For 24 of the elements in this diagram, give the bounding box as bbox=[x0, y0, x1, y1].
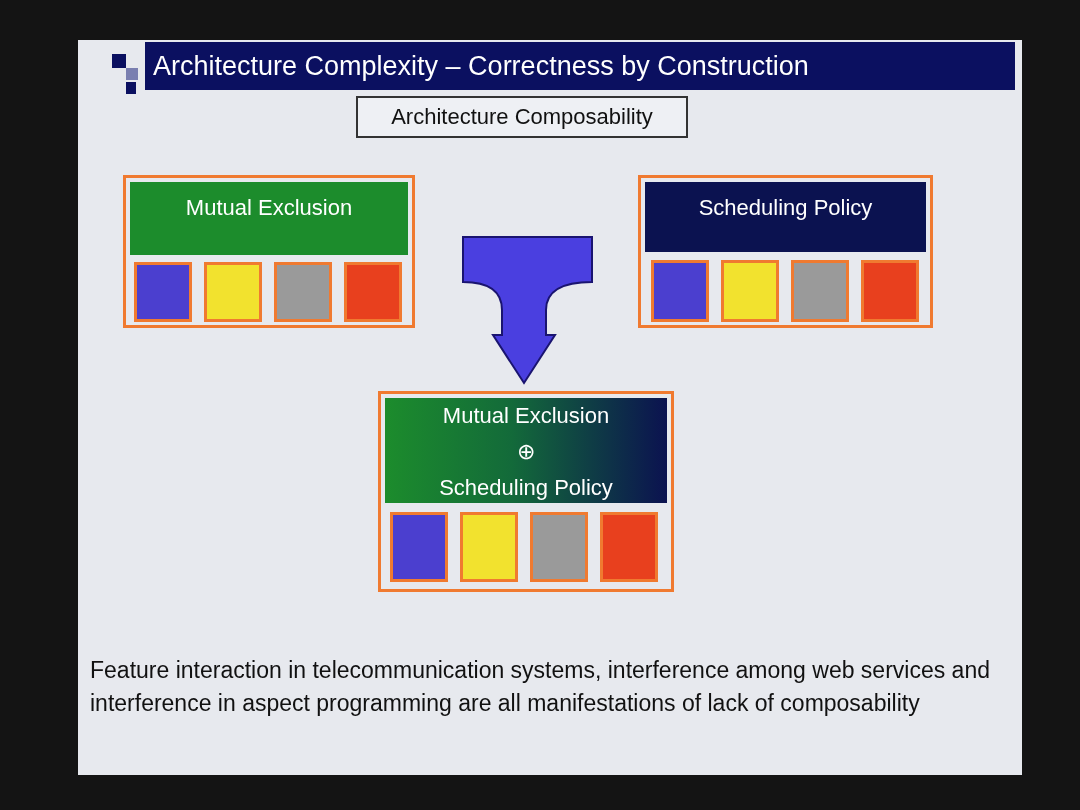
color-square bbox=[274, 262, 332, 322]
color-square bbox=[721, 260, 779, 322]
header-text: ⊕ bbox=[516, 438, 536, 466]
color-square bbox=[651, 260, 709, 322]
heading-box: Architecture Composability bbox=[356, 96, 688, 138]
header-text: Mutual Exclusion bbox=[184, 194, 354, 222]
color-square bbox=[861, 260, 919, 322]
color-square bbox=[344, 262, 402, 322]
color-square bbox=[460, 512, 518, 582]
component-panel bbox=[123, 175, 415, 328]
slide-title: Architecture Complexity – Correctness by Construction bbox=[145, 42, 1015, 90]
color-square bbox=[204, 262, 262, 322]
header-text: Mutual Exclusion bbox=[441, 402, 611, 430]
color-square bbox=[600, 512, 658, 582]
merge-arrow bbox=[462, 236, 593, 384]
component-panel bbox=[638, 175, 933, 328]
color-square bbox=[530, 512, 588, 582]
component-panel bbox=[378, 391, 674, 592]
header-text: Scheduling Policy bbox=[697, 194, 874, 222]
caption-text: Feature interaction in telecommunication systems, interference among web services and interference in aspect programming are all manifestations of lack of composability bbox=[90, 656, 991, 718]
color-square bbox=[390, 512, 448, 582]
color-square bbox=[791, 260, 849, 322]
color-square bbox=[134, 262, 192, 322]
header-text: Scheduling Policy bbox=[438, 474, 614, 502]
